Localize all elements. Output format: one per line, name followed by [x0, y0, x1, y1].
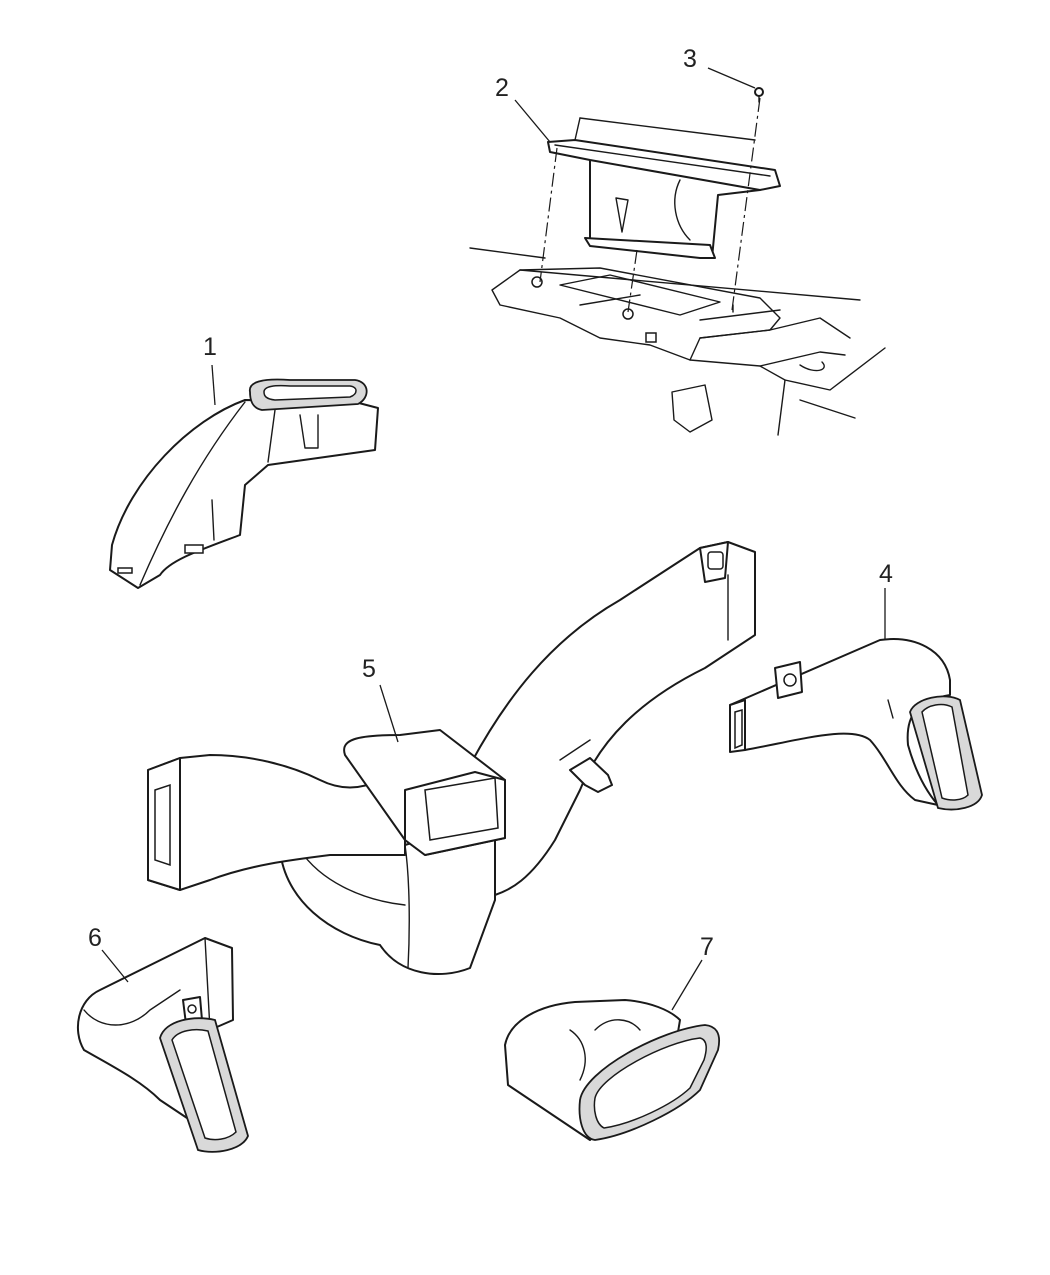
floor-pan	[469, 247, 886, 436]
callout-2: 2	[495, 74, 509, 102]
part-5-main-duct	[147, 541, 756, 975]
part-6-rear-duct	[76, 937, 249, 1153]
part-1-floor-duct	[109, 378, 379, 589]
part-2-duct-adapter	[547, 117, 781, 259]
part-7-outlet-duct	[504, 999, 720, 1141]
part-3-screw	[754, 87, 764, 103]
part-4-rear-duct	[729, 638, 983, 811]
alignment-lines	[539, 97, 761, 313]
callout-4: 4	[879, 560, 893, 588]
callout-1: 1	[203, 333, 217, 361]
leader-lines	[101, 67, 886, 1011]
callout-6: 6	[88, 924, 102, 952]
callout-5: 5	[362, 655, 376, 683]
callout-3: 3	[683, 45, 697, 73]
callout-7: 7	[700, 933, 714, 961]
